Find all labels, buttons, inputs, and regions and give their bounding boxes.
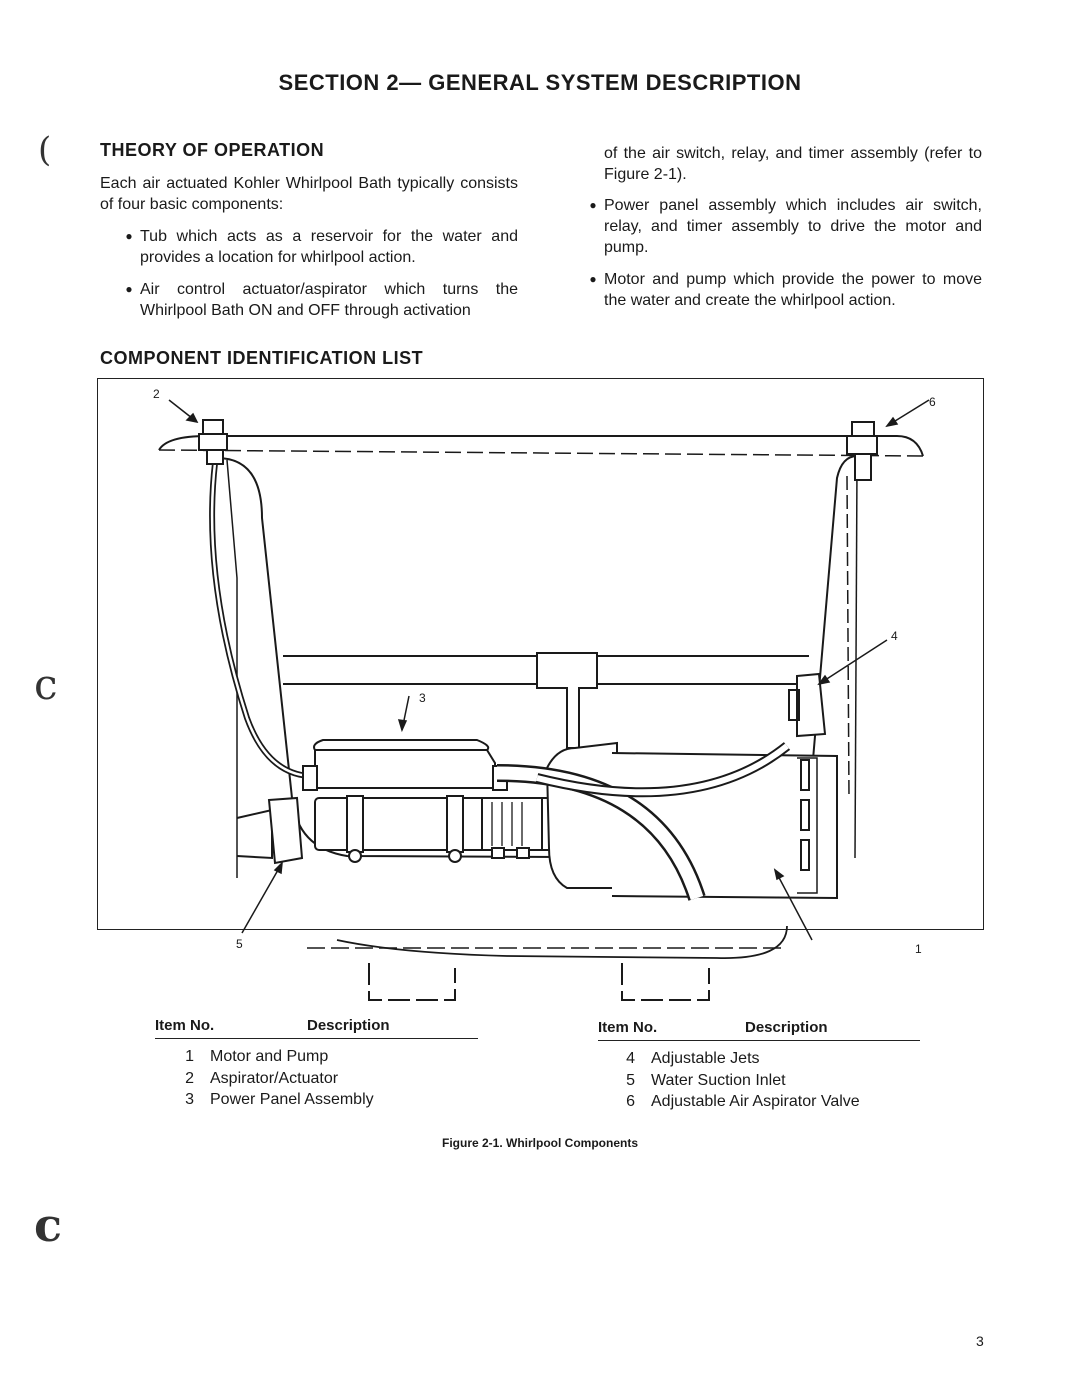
bullet-text: Power panel assembly which includes air …	[604, 197, 982, 256]
bullet-motor: ● Motor and pump which provide the power…	[582, 269, 982, 311]
table-rule	[155, 1038, 478, 1039]
air-valve-cap	[851, 421, 875, 437]
tee-fitting	[536, 652, 598, 749]
bullet-dot: ●	[125, 229, 133, 243]
tub-body	[216, 455, 858, 860]
table-header-item-no: Item No.	[598, 1019, 658, 1036]
figure-caption: Figure 2-1. Whirlpool Components	[442, 1136, 638, 1150]
table-rule	[598, 1040, 920, 1041]
margin-mark: (	[38, 130, 52, 170]
whirlpool-diagram: 1 2 3 4 5 6	[153, 387, 936, 1001]
callout-2: 2	[153, 387, 160, 401]
suction-inlet	[267, 796, 304, 865]
theory-heading: THEORY OF OPERATION	[100, 140, 325, 160]
table-header-description: Description	[745, 1019, 828, 1036]
bullet-dot: ●	[589, 272, 597, 286]
page-number: 3	[976, 1333, 984, 1349]
margin-mark: c	[34, 1198, 63, 1252]
pump-body	[545, 741, 618, 889]
component-list-heading: COMPONENT IDENTIFICATION LIST	[100, 348, 424, 368]
theory-continuation: of the air switch, relay, and timer asse…	[604, 145, 982, 183]
table-header-description: Description	[307, 1017, 390, 1034]
margin-mark: c	[34, 660, 58, 709]
figure-frame	[97, 378, 984, 930]
table-header-item-no: Item No.	[155, 1017, 215, 1034]
bullet-text: Air control actuator/aspirator which tur…	[140, 281, 518, 319]
theory-intro: Each air actuated Kohler Whirlpool Bath …	[100, 175, 518, 213]
callout-3: 3	[419, 691, 426, 705]
callout-1: 1	[915, 942, 922, 956]
callout-6: 6	[929, 395, 936, 409]
tub-rim	[158, 435, 924, 457]
section-title: SECTION 2— GENERAL SYSTEM DESCRIPTION	[278, 70, 802, 95]
bullet-dot: ●	[589, 198, 597, 212]
bullet-power-panel: ● Power panel assembly which includes ai…	[582, 195, 982, 258]
bullet-text: Tub which acts as a reservoir for the wa…	[140, 228, 518, 266]
adjustable-jet	[796, 672, 827, 738]
power-panel	[314, 749, 496, 789]
bullet-dot: ●	[125, 282, 133, 296]
callout-5: 5	[236, 937, 243, 951]
aspirator-cap	[202, 419, 224, 435]
callout-4: 4	[891, 629, 898, 643]
bullet-actuator: ● Air control actuator/aspirator which t…	[118, 279, 518, 321]
bullet-text: Motor and pump which provide the power t…	[604, 271, 982, 309]
bullet-tub: ● Tub which acts as a reservoir for the …	[118, 226, 518, 268]
